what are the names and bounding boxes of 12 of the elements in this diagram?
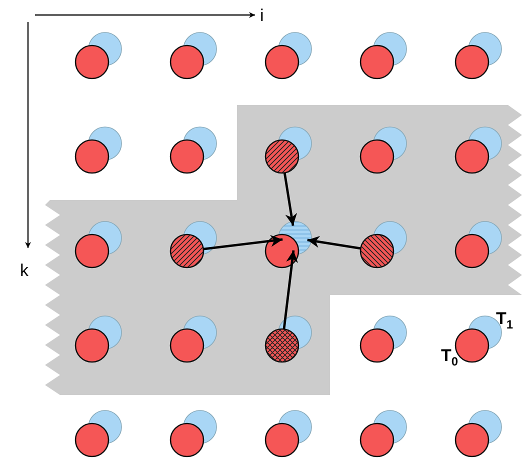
axis-label: i — [260, 7, 264, 24]
hatched-site-circle — [170, 234, 204, 268]
hatched-site-circle — [264, 328, 300, 363]
hatched-site-circle — [360, 234, 394, 268]
axis-label: k — [20, 262, 28, 279]
layer-label: T$_{0}$ — [441, 347, 458, 368]
hatched-site-circle — [264, 139, 300, 174]
arrow — [203, 234, 283, 250]
arrow — [283, 172, 298, 226]
layer-label: T$_{1}$ — [496, 310, 514, 330]
arrow — [307, 236, 361, 250]
arrow — [282, 250, 298, 330]
